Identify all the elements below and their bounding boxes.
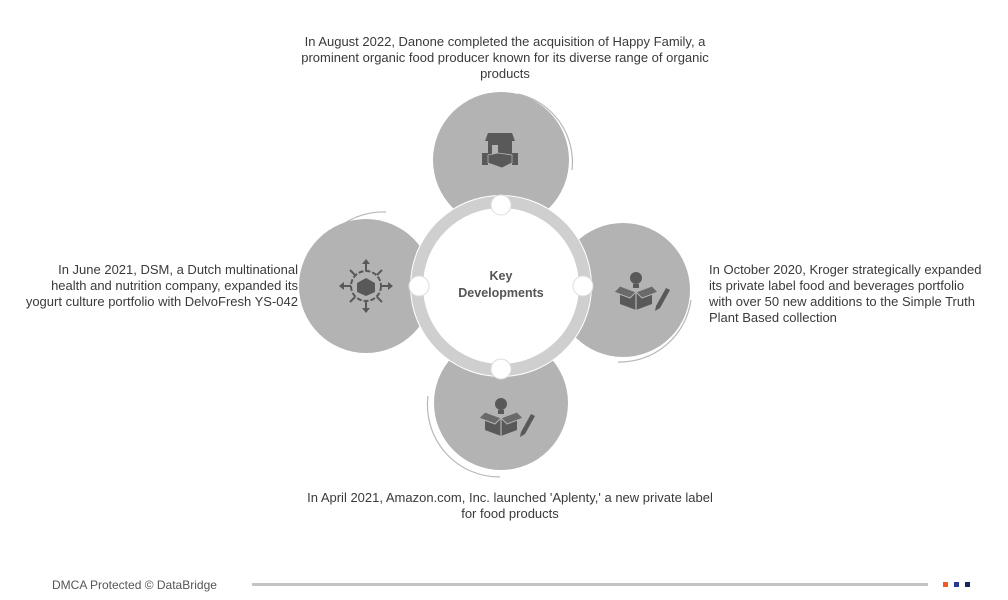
connector-dot-right — [572, 275, 594, 297]
decor-arc-bottom — [426, 395, 501, 478]
footer-copyright: DMCA Protected © DataBridge — [52, 578, 217, 592]
center-title-line2: Developments — [458, 286, 544, 300]
store-handshake-icon — [482, 133, 518, 169]
development-left-text: In June 2021, DSM, a Dutch multinational… — [25, 262, 298, 309]
brand-square-blue — [954, 582, 959, 587]
box-distribution-icon — [339, 259, 393, 313]
decor-arc-right — [617, 299, 692, 363]
development-right-text: In October 2020, Kroger strategically ex… — [709, 262, 982, 325]
development-bottom-text: In April 2021, Amazon.com, Inc. launched… — [307, 490, 713, 521]
center-title: Key Developments — [441, 268, 561, 302]
center-title-line1: Key — [489, 269, 513, 283]
connector-dot-left — [408, 275, 430, 297]
brand-square-navy — [965, 582, 970, 587]
decor-arc-top — [517, 93, 574, 171]
connector-dot-top — [490, 194, 512, 216]
footer-divider — [252, 583, 928, 586]
development-top-text: In August 2022, Danone completed the acq… — [301, 34, 709, 81]
connector-dot-bottom — [490, 358, 512, 380]
brand-square-orange — [943, 582, 948, 587]
